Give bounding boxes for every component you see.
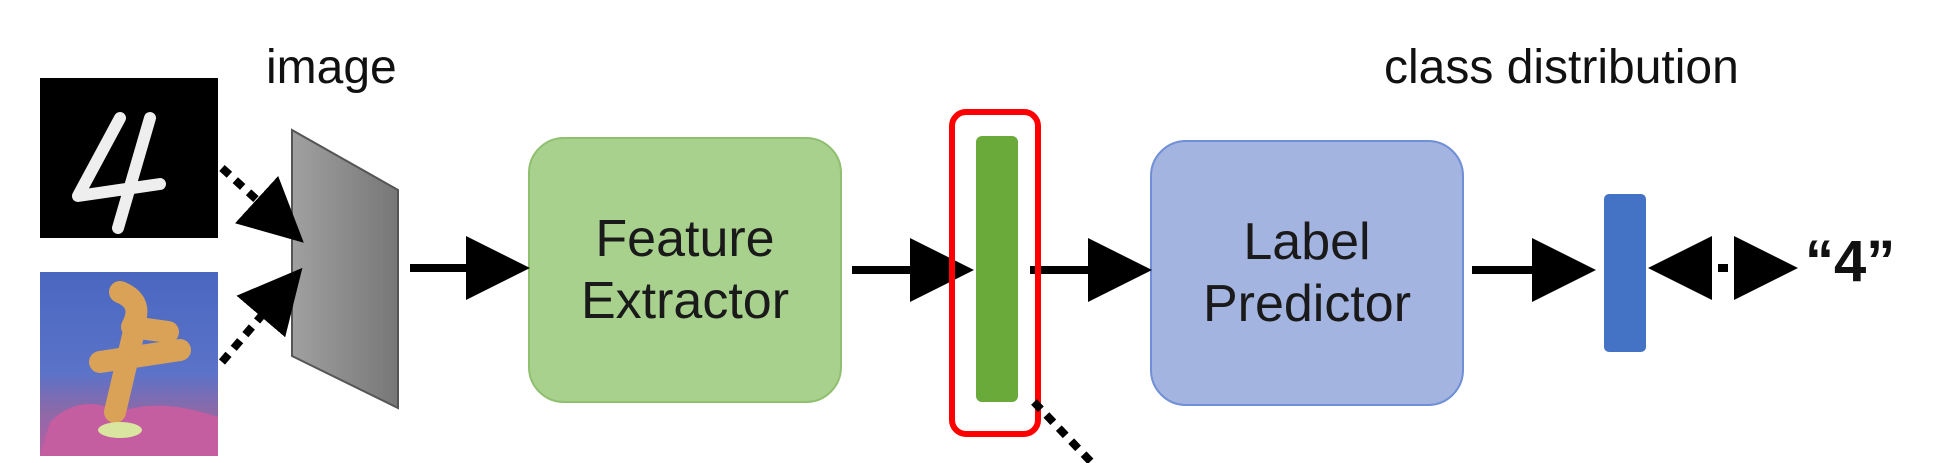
mnistm-input-image: [40, 272, 218, 456]
input-projection-plane: [291, 128, 399, 410]
mnist-input-image: [40, 78, 218, 238]
feature-branch-arrow: [1031, 399, 1095, 463]
feature-extractor-label-line1: Feature: [595, 209, 775, 268]
label-predictor-block: Label Predictor: [1150, 140, 1464, 406]
class-distribution-vector: [1604, 194, 1646, 352]
mnistm-input-arrow: [218, 267, 303, 365]
prediction-label: “4”: [1805, 229, 1896, 294]
feature-extractor-label-line2: Extractor: [580, 272, 790, 330]
feature-vector-highlight: [949, 109, 1041, 437]
mnist-input-arrow: [219, 165, 304, 243]
image-label: image: [266, 41, 397, 94]
label-predictor-label-line1: Label: [1243, 212, 1371, 271]
feature-vector: [976, 136, 1018, 402]
label-predictor-label-line2: Predictor: [1202, 275, 1412, 333]
class-distribution-label: class distribution: [1384, 41, 1739, 94]
